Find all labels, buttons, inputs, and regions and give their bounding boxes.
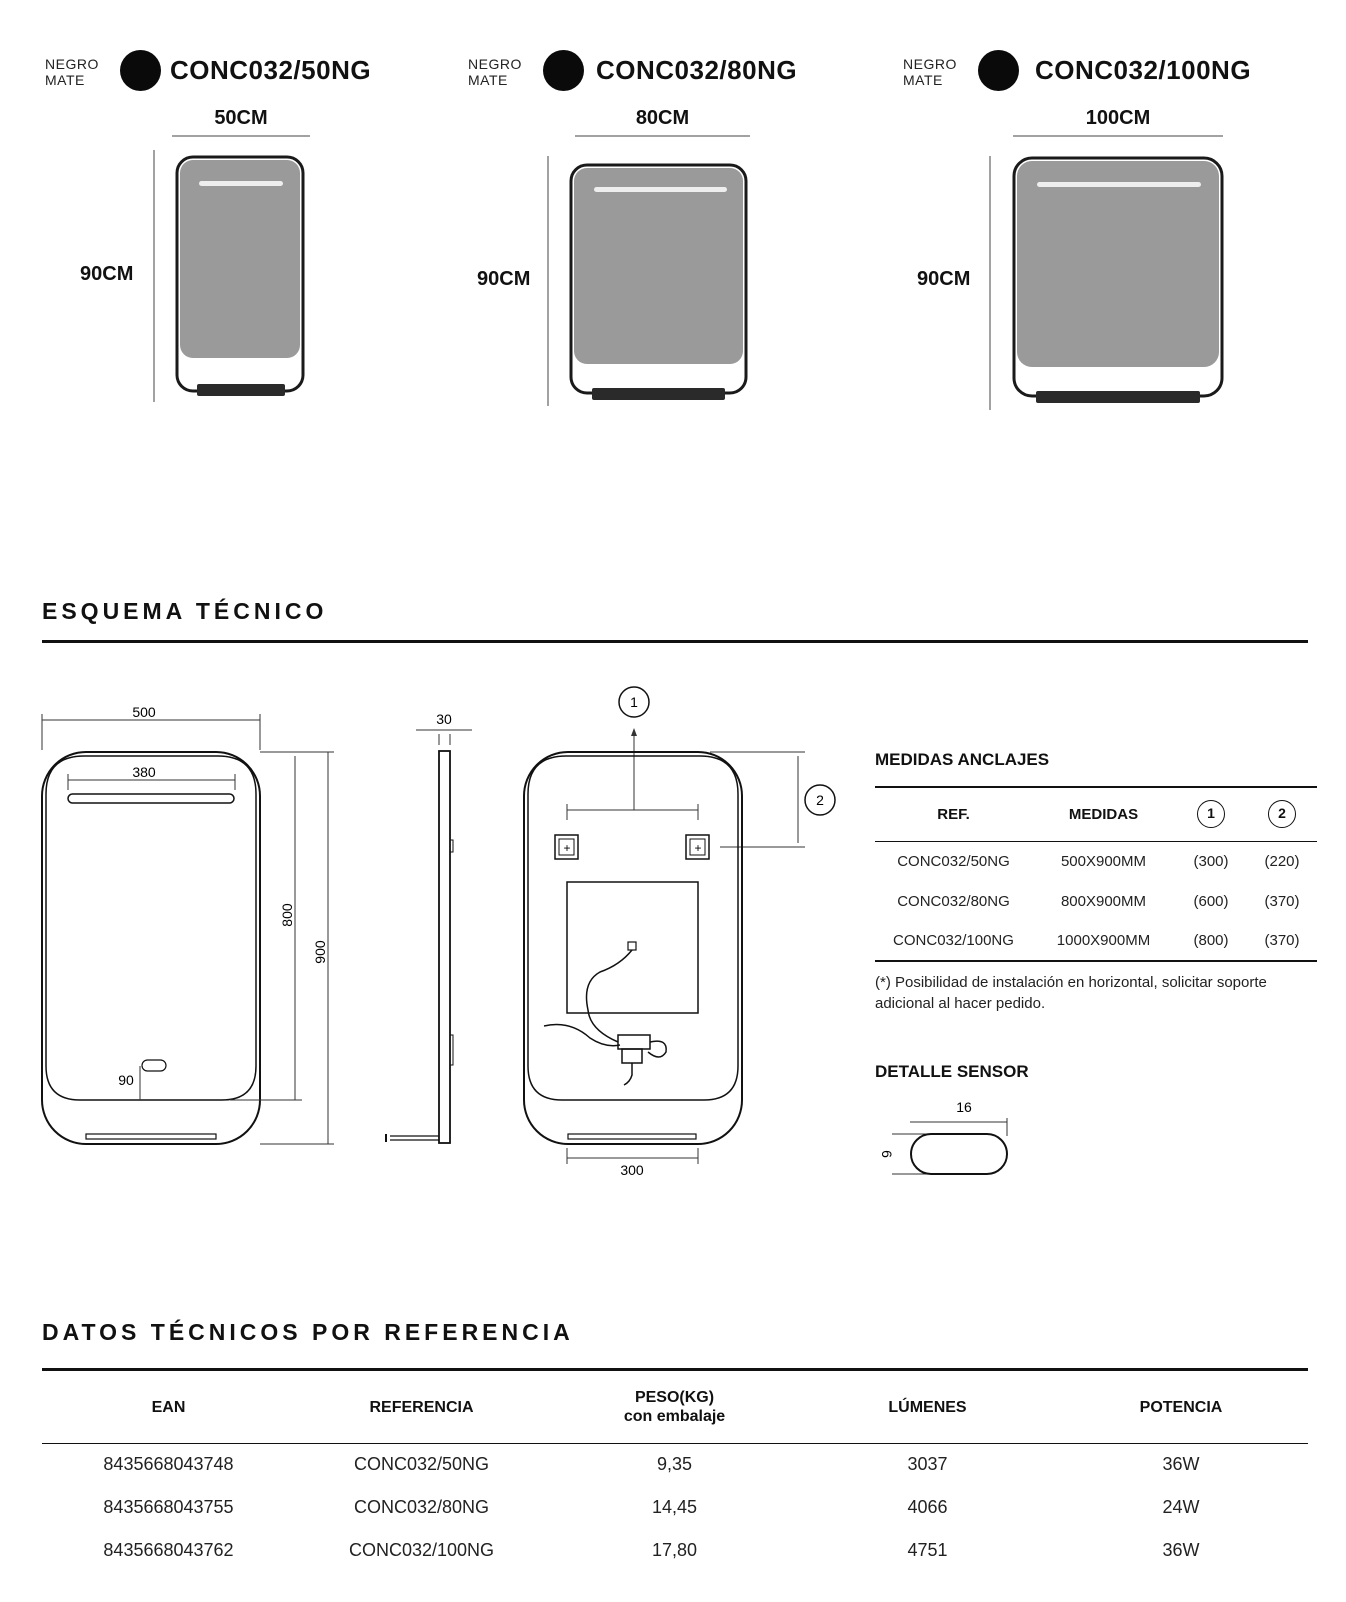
table-row: 8435668043748 CONC032/50NG 9,35 3037 36W: [103, 1454, 1200, 1475]
mirror-illustration: [153, 135, 310, 402]
col-anchor-1: 1: [1175, 786, 1247, 842]
led-width-label: 380: [132, 764, 156, 780]
col-referencia: REFERENCIA: [295, 1372, 548, 1444]
section-divider: [42, 640, 1308, 643]
inner-height-label: 800: [279, 903, 295, 927]
color-swatch: [978, 50, 1019, 91]
col-lumenes: LÚMENES: [801, 1372, 1054, 1444]
sensor-offset-label: 90: [118, 1072, 134, 1088]
col-ref: REF.: [875, 786, 1032, 842]
sensor-height-label: 6: [879, 1150, 895, 1158]
variant-reference: CONC032/100NG: [1035, 55, 1252, 85]
anclajes-title: MEDIDAS ANCLAJES: [875, 750, 1050, 769]
sensor-width-label: 16: [956, 1099, 972, 1115]
esquema-title: ESQUEMA TÉCNICO: [42, 598, 328, 624]
sensor-drawing: 16 6: [879, 1099, 1008, 1175]
installation-note: (*) Posibilidad de instalación en horizo…: [875, 974, 1267, 1012]
height-label: 90CM: [477, 268, 531, 290]
svg-text:+: +: [563, 841, 570, 855]
table-row: 8435668043762 CONC032/100NG 17,80 4751 3…: [103, 1540, 1200, 1560]
width-label: 50CM: [214, 107, 268, 129]
section-divider: [42, 1368, 1308, 1371]
color-swatch: [120, 50, 161, 91]
variant-reference: CONC032/80NG: [596, 55, 798, 85]
datos-title: DATOS TÉCNICOS POR REFERENCIA: [42, 1319, 574, 1345]
back-view-drawing: 1 2 + + 300: [523, 686, 836, 1178]
col-ean: EAN: [42, 1372, 295, 1444]
front-view-drawing: 500 380 90 800 900: [41, 704, 334, 1145]
marker-2: 2: [816, 792, 824, 808]
variant-reference: CONC032/50NG: [170, 55, 372, 85]
table-row: 8435668043755 CONC032/80NG 14,45 4066 24…: [103, 1497, 1200, 1517]
height-label: 90CM: [80, 263, 134, 285]
col-peso: PESO(KG)con embalaje: [548, 1372, 801, 1444]
table-row: CONC032/50NG 500X900MM (300) (220): [897, 852, 1300, 870]
svg-text:+: +: [694, 841, 701, 855]
table-row: CONC032/80NG 800X900MM (600) (370): [897, 892, 1300, 910]
bracket-spacing-label: 300: [620, 1162, 644, 1178]
anclajes-table: REF. MEDIDAS 1 2 CONC032/50NG 500X900MM …: [875, 786, 1317, 962]
front-width-label: 500: [132, 704, 156, 720]
height-label: 90CM: [917, 268, 971, 290]
color-swatch: [543, 50, 584, 91]
col-medidas: MEDIDAS: [1032, 786, 1175, 842]
marker-1: 1: [630, 694, 638, 710]
datos-table: EAN REFERENCIA PESO(KG)con embalaje LÚME…: [42, 1372, 1308, 1572]
width-label: 100CM: [1085, 107, 1151, 129]
col-anchor-2: 2: [1247, 786, 1317, 842]
mirror-illustration: [547, 135, 750, 406]
table-row: CONC032/100NG 1000X900MM (800) (370): [875, 921, 1317, 962]
mirror-illustration: [989, 135, 1224, 410]
col-potencia: POTENCIA: [1054, 1372, 1308, 1444]
width-label: 80CM: [635, 107, 690, 129]
side-view-drawing: 30: [385, 711, 472, 1144]
depth-label: 30: [436, 711, 452, 727]
sensor-title: DETALLE SENSOR: [875, 1062, 1029, 1081]
total-height-label: 900: [312, 940, 328, 964]
